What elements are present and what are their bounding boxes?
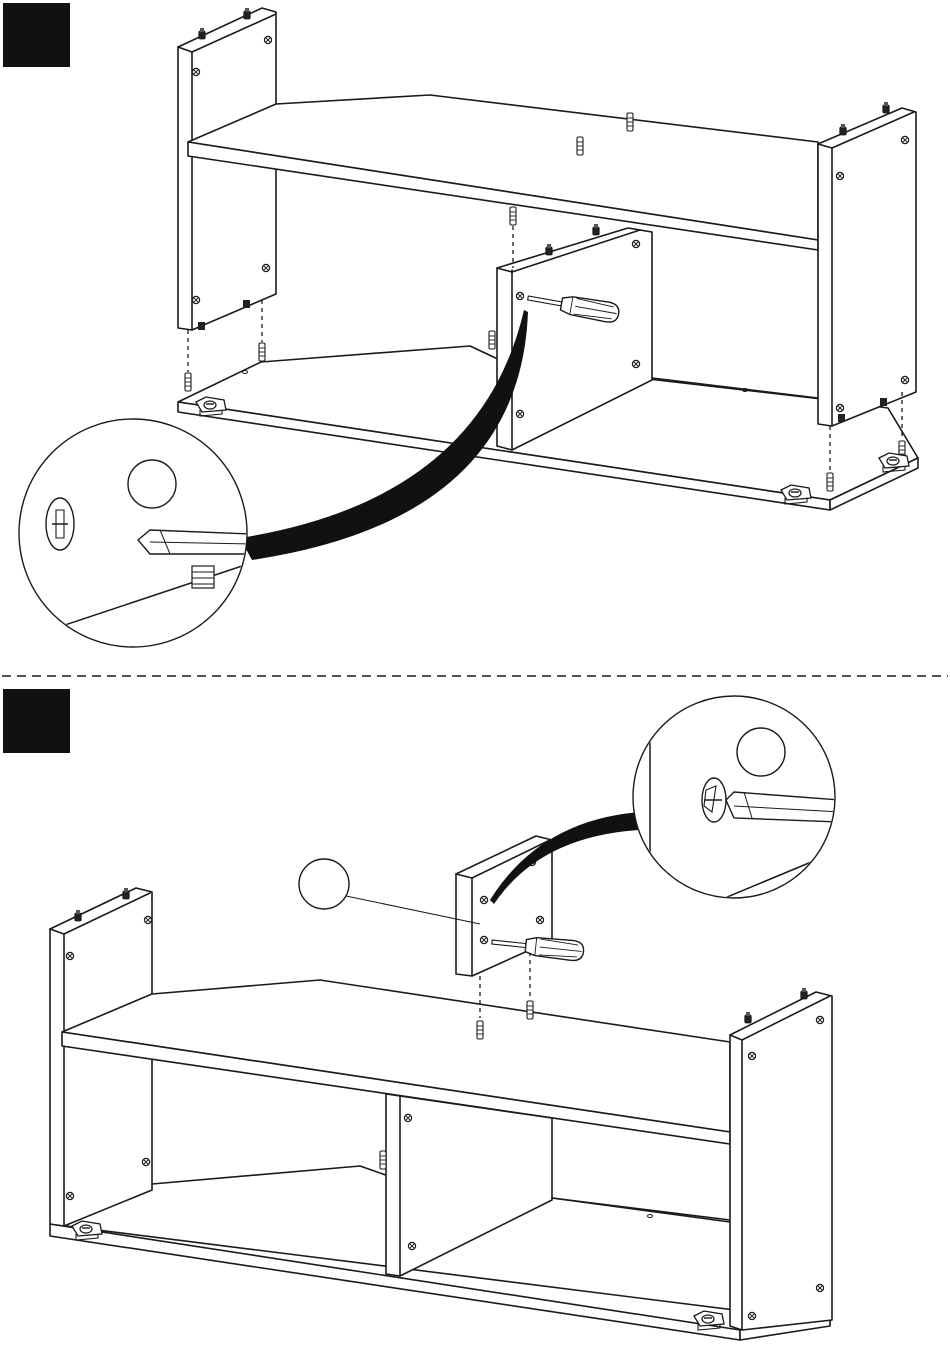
callout-label-circle-1 xyxy=(128,460,176,508)
step-1-badge xyxy=(3,3,70,67)
callout-label-circle-2 xyxy=(737,728,785,776)
step-2-assembly xyxy=(50,836,832,1340)
right-side-panel-2 xyxy=(730,992,832,1330)
detail-circle-2 xyxy=(633,690,840,900)
step-1-assembly xyxy=(178,8,918,510)
label-circle-3 xyxy=(299,859,349,909)
step-2-badge xyxy=(3,689,70,753)
detail-circle-1 xyxy=(19,419,260,647)
